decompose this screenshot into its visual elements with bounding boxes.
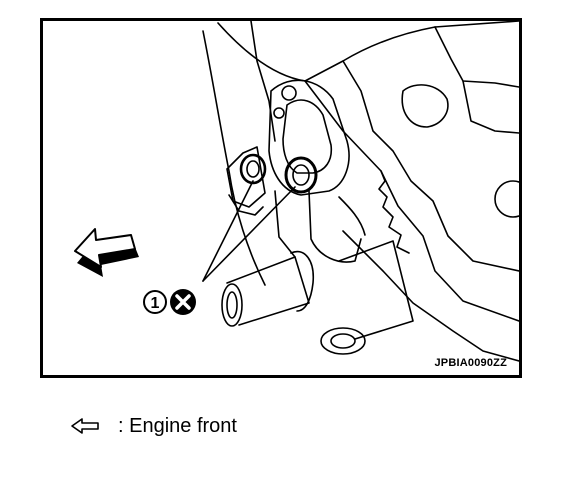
- bracket-lug: [228, 194, 264, 216]
- block-inner-wall: [342, 60, 519, 272]
- block-left-inner: [250, 21, 276, 142]
- cylinder-block-outline: [217, 21, 519, 82]
- arrow-left-outline-icon: [71, 418, 99, 434]
- housing-neck: [308, 190, 362, 263]
- o-ring-large: [284, 156, 318, 194]
- block-jagged-edge: [378, 170, 410, 254]
- o-ring-large-inner: [292, 164, 310, 186]
- inlet-pipe-end-inner: [226, 291, 238, 319]
- figure-code: JPBIA0090ZZ: [434, 357, 507, 369]
- callout-number: 1: [151, 295, 160, 312]
- block-step-1: [434, 26, 519, 88]
- inlet-pipe-collar: [290, 250, 315, 312]
- engine-diagram: 1 JPBIA0090ZZ: [40, 18, 522, 378]
- outlet-pipe-body: [338, 240, 414, 340]
- do-not-reuse-x-icon: [170, 289, 196, 315]
- housing-neck-right: [338, 196, 366, 236]
- outlet-pipe-end-inner: [330, 333, 356, 349]
- flange-inner: [282, 99, 333, 174]
- legend: : Engine front: [70, 413, 237, 439]
- block-right-edge: [304, 80, 519, 322]
- block-cavity: [401, 84, 449, 128]
- o-ring-small: [239, 153, 267, 185]
- leader-line-2: [202, 186, 296, 282]
- leader-line-1: [202, 180, 254, 282]
- block-left-edge: [202, 30, 266, 286]
- o-ring-small-inner: [246, 160, 260, 178]
- bolt-hole-right: [494, 180, 519, 218]
- housing-neck-left: [274, 190, 296, 258]
- outlet-pipe-end: [320, 327, 366, 355]
- legend-text: : Engine front: [118, 414, 237, 437]
- flange-bolt-hole-top: [281, 85, 297, 101]
- engine-drawing: 1: [74, 21, 519, 362]
- inlet-pipe-body: [226, 256, 310, 326]
- flange-outline: [268, 79, 350, 196]
- flange-bolt-hole-mid: [273, 107, 285, 119]
- block-lower-edge: [342, 230, 519, 362]
- front-arrow: [74, 228, 136, 268]
- callout-1: 1: [143, 289, 196, 315]
- block-step-2: [462, 80, 519, 134]
- inlet-pipe-end: [221, 283, 243, 327]
